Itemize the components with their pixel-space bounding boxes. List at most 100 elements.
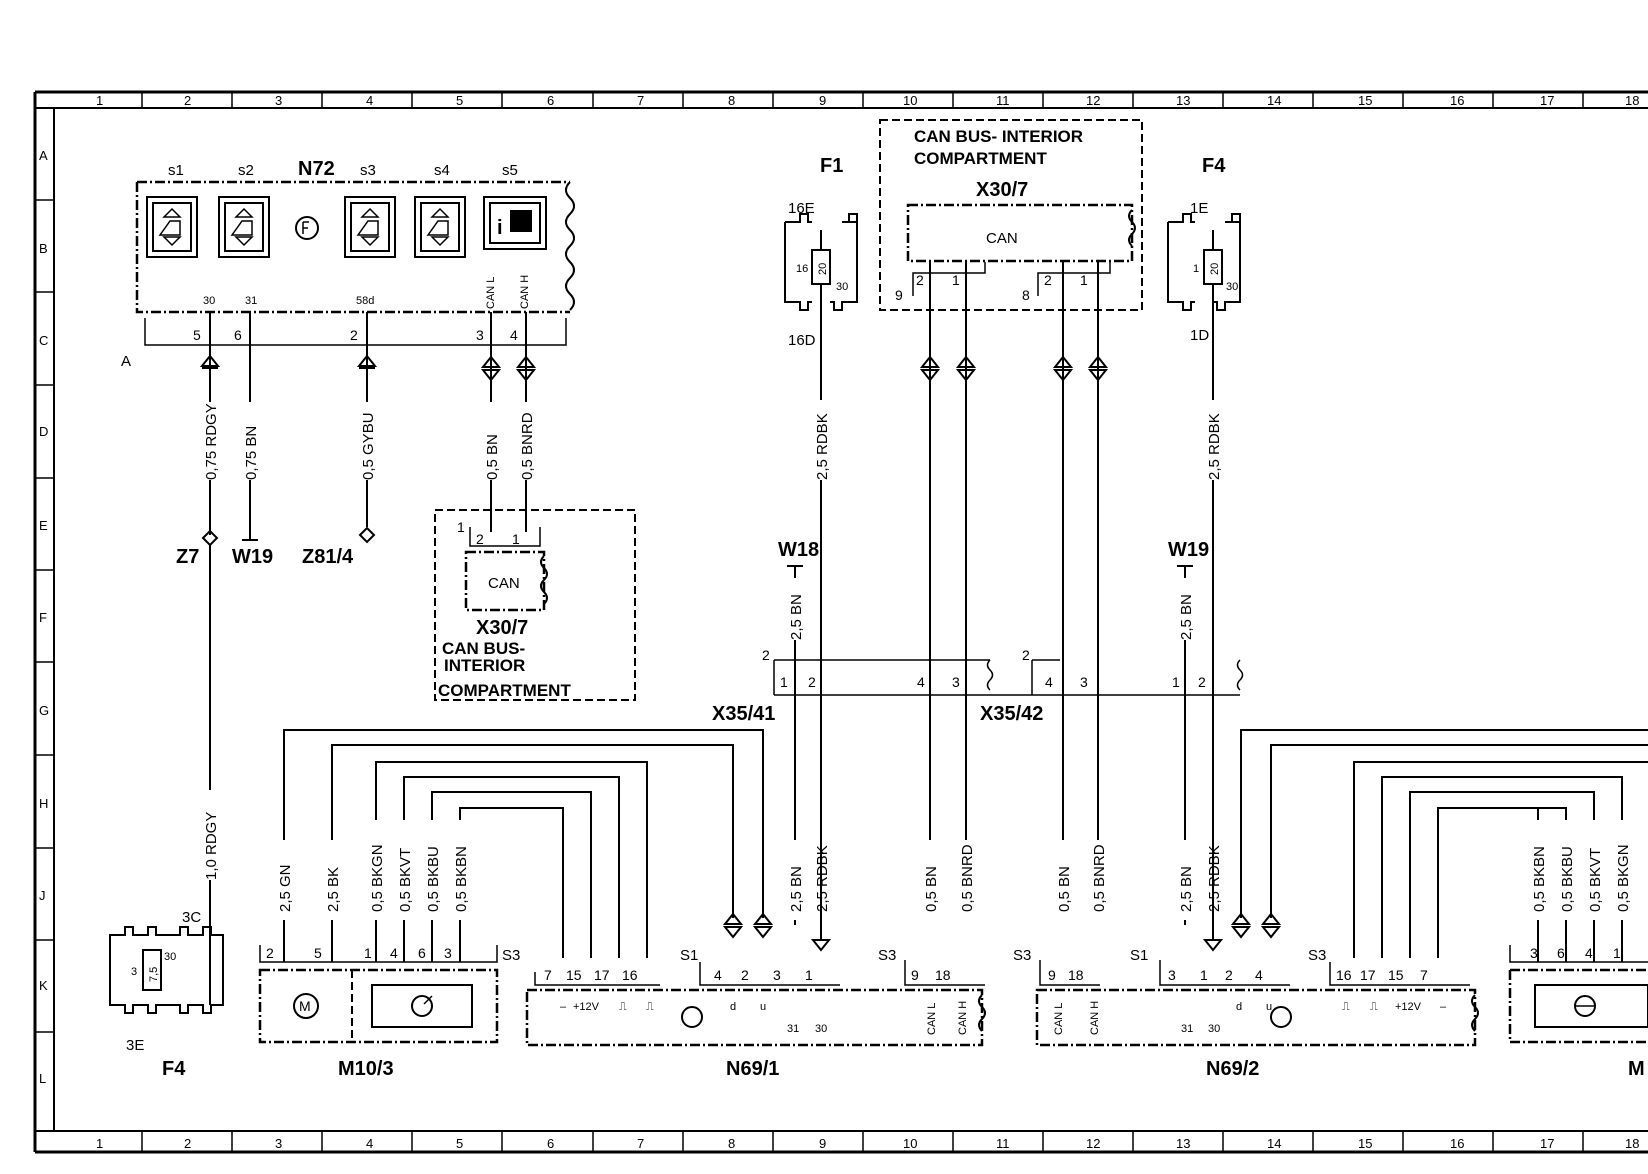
m10-pin: 1 (364, 945, 372, 961)
n69-2-inner: 30 (1208, 1023, 1220, 1035)
can-group: 8 (1022, 287, 1030, 303)
wire-label: 1,0 RDGY (203, 812, 220, 880)
window-switch-icon (344, 196, 396, 258)
m10-pin: 6 (418, 945, 426, 961)
n69-2-inner: +12V (1395, 1001, 1422, 1013)
switch-label-s3: s3 (360, 162, 376, 179)
grid-rows: A B C D E F G H J K L (39, 148, 49, 1086)
n72-wires: 0,75 RDGY 0,75 BN 0,5 GYBU 0,5 BN 0,5 BN… (176, 312, 540, 910)
can-caption: COMPARTMENT (438, 681, 571, 700)
wire-label: 0,5 BKBN (1531, 846, 1548, 912)
n69-1-inner: – (560, 1001, 567, 1013)
grid-columns-top: 1 2 3 4 5 6 7 8 9 10 11 12 13 14 15 16 1… (96, 93, 1639, 108)
grid-row: C (39, 333, 48, 348)
fuse-f1-top: 16E (788, 200, 815, 217)
grid-col: 12 (1086, 1136, 1100, 1151)
pin-number: 5 (193, 327, 201, 343)
n69-2-pin: 7 (1420, 967, 1428, 983)
n69-1-pin: 4 (714, 967, 722, 983)
wire-label: 0,5 BKVT (397, 848, 414, 912)
grid-row-dividers (35, 199, 54, 1033)
x35-42-group: 2 (1022, 647, 1030, 663)
window-switch-icon (218, 196, 270, 258)
n69-2-pin: 16 (1336, 967, 1352, 983)
grid-col: 14 (1267, 1136, 1281, 1151)
grid-col: 5 (456, 93, 463, 108)
frame (33, 90, 1648, 1154)
n69-2-s3: S3 (1013, 947, 1031, 964)
connector-a-label: A (121, 353, 131, 370)
grid-col: 3 (275, 1136, 282, 1151)
n69-1-inner: +12V (573, 1001, 600, 1013)
fuse-pin: 1 (1193, 263, 1199, 275)
grounds: W18 2,5 BN W19 2,5 BN (778, 539, 1209, 925)
x35-41-group: 2 (762, 647, 770, 663)
n72-switch-panel: s1 s2 N72 s3 s4 s5 (121, 158, 575, 370)
pin-label: CAN H (519, 275, 531, 309)
can-caption: CAN BUS- (442, 639, 525, 658)
n69-1-inner: CAN H (957, 1001, 969, 1035)
n69-1-inner: 31 (787, 1023, 799, 1035)
n69-1-inner: 30 (815, 1023, 827, 1035)
x35-42-pin: 2 (1198, 674, 1206, 690)
can-pin: 1 (512, 531, 520, 547)
grid-col: 16 (1450, 1136, 1464, 1151)
w19-label: W19 (232, 546, 273, 568)
wire-label: 2,5 BN (1178, 866, 1195, 912)
z81-4-label: Z81/4 (302, 546, 354, 568)
m10-3-motor: 2 5 1 4 6 3 M M10/3 (258, 945, 499, 1080)
x35-41-pin: 3 (952, 674, 960, 690)
n69-1-s1: S1 (680, 947, 698, 964)
grid-col: 13 (1176, 93, 1190, 108)
window-switch-icon (414, 196, 466, 258)
m10-3-wires: 2,5 GN 2,5 BK 0,5 BKGN 0,5 BKVT 0,5 BKBU… (270, 729, 764, 962)
fuse-pin: 16 (796, 263, 808, 275)
wire-label: 0,5 BN (1056, 866, 1073, 912)
grid-col: 15 (1358, 93, 1372, 108)
grid-col: 2 (184, 1136, 191, 1151)
n69-1-pin: 15 (566, 967, 582, 983)
n69-1-s3: S3 (502, 947, 520, 964)
n69-2-pin: 15 (1388, 967, 1404, 983)
wire-label: 0,5 BN (484, 434, 501, 480)
grid-col: 12 (1086, 93, 1100, 108)
n69-1-pin: 7 (544, 967, 552, 983)
fuse-f4-top: F4 1E 20 1 30 1D 2,5 RDBK (1167, 155, 1241, 655)
n69-2-pin: 18 (1068, 967, 1084, 983)
fuse-f1-label: F1 (820, 155, 843, 177)
grid-col: 4 (366, 93, 373, 108)
grid-col: 10 (903, 1136, 917, 1151)
wire-label: 0,5 GYBU (360, 412, 377, 480)
wire-label: 2,5 BN (1178, 594, 1195, 640)
n69-1-s3b: S3 (878, 947, 896, 964)
w18-label: W18 (778, 539, 819, 561)
grid-col: 2 (184, 93, 191, 108)
n69-1-pin: 1 (805, 967, 813, 983)
wire-label: 0,5 BNRD (959, 844, 976, 912)
grid-row: B (39, 241, 48, 256)
grid-row: F (39, 610, 47, 625)
grid-col: 1 (96, 93, 103, 108)
x35-42-pin: 3 (1080, 674, 1088, 690)
grid-columns-bottom: 1 2 3 4 5 6 7 8 9 10 11 12 13 14 15 16 1… (96, 1136, 1639, 1151)
window-switch-icon (146, 196, 198, 258)
pin-number: 3 (476, 327, 484, 343)
n69-2-inner: d (1236, 1001, 1242, 1013)
n69-1-pin: 18 (935, 967, 951, 983)
n69-2-inner: u (1266, 1001, 1272, 1013)
wire-label: 2,5 BN (788, 594, 805, 640)
n69-1-pin: 9 (911, 967, 919, 983)
fuse-f4-bottom: 3C 7,5 3 30 1,0 RDGY 3E F4 (109, 790, 224, 1080)
n69-1-pin: 16 (622, 967, 638, 983)
fuse-f4-label: F4 (1202, 155, 1226, 177)
wire-label: 0,75 BN (243, 426, 260, 480)
pin-number: 4 (510, 327, 518, 343)
fuse-value: 20 (1209, 263, 1221, 275)
child-lock-icon (295, 216, 319, 240)
grid-col: 7 (637, 93, 644, 108)
switch-label-s4: s4 (434, 162, 450, 179)
x35-42-label: X35/42 (980, 703, 1043, 725)
fuse-pin: 30 (1226, 281, 1238, 293)
x35-41-pin: 2 (808, 674, 816, 690)
n69-1-inner: u (760, 1001, 766, 1013)
